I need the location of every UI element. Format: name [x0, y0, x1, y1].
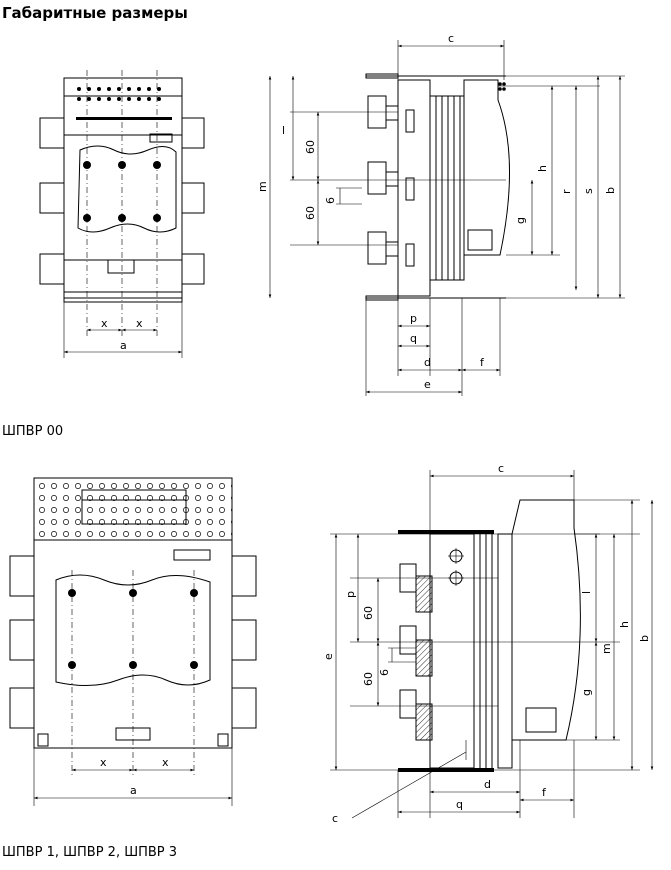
shpvr123-side-dim-q: q: [456, 798, 463, 811]
shpvr00-side-dim-p: p: [410, 312, 417, 325]
shpvr00-side-view: m l 60 60 6 g h r s b c: [256, 32, 625, 396]
shpvr123-front-dim-x1: x: [100, 756, 107, 769]
shpvr00-side-dim-6: 6: [324, 197, 337, 204]
shpvr00-side-dim-m: m: [256, 181, 269, 192]
shpvr123-side-dim-h: h: [618, 621, 631, 628]
shpvr00-side-dim-f: f: [480, 356, 485, 369]
shpvr00-front-view: x x a: [39, 70, 205, 358]
shpvr123-side-dim-d: d: [484, 778, 491, 791]
caption-shpvr-00: ШПВР 00: [2, 424, 64, 439]
shpvr123-side-dim-c: c: [498, 462, 504, 475]
shpvr00-side-dim-c: c: [448, 32, 454, 45]
shpvr00-side-dim-60b: 60: [304, 206, 317, 220]
shpvr123-side-dim-60a: 60: [362, 606, 375, 620]
shpvr00-side-dim-b: b: [604, 187, 617, 194]
shpvr123-side-view: e p 60 60 6 l g m h b c d q: [322, 462, 654, 825]
shpvr123-side-dim-f: f: [542, 786, 547, 799]
page-title: Габаритные размеры: [2, 4, 188, 22]
shpvr123-side-dim-l: l: [580, 591, 593, 594]
shpvr00-side-dim-h: h: [536, 165, 549, 172]
shpvr123-front-dim-x2: x: [162, 756, 169, 769]
shpvr123-side-dim-p: p: [344, 591, 357, 598]
shpvr00-side-dim-l: l: [282, 124, 285, 137]
shpvr00-side-dim-g: g: [514, 217, 527, 224]
shpvr00-front-dim-a: a: [120, 339, 127, 352]
shpvr123-side-dim-g: g: [580, 689, 593, 696]
shpvr00-front-dim-x1: x: [101, 317, 108, 330]
shpvr00-front-dim-x2: x: [136, 317, 143, 330]
shpvr00-side-dim-r: r: [560, 189, 573, 194]
shpvr123-side-dim-e: e: [322, 653, 335, 660]
shpvr00-side-dim-e: e: [424, 378, 431, 391]
shpvr123-front-view: x x a: [9, 477, 257, 806]
shpvr00-side-dim-60a: 60: [304, 140, 317, 154]
shpvr00-side-dim-q: q: [410, 332, 417, 345]
shpvr123-side-dim-b: b: [638, 635, 651, 642]
shpvr123-side-dim-60b: 60: [362, 672, 375, 686]
shpvr123-side-dim-c2: c: [332, 812, 338, 825]
shpvr123-side-dim-m: m: [600, 643, 613, 654]
shpvr00-side-dim-s: s: [582, 188, 595, 194]
shpvr123-front-dim-a: a: [130, 784, 137, 797]
caption-shpvr-1-2-3: ШПВР 1, ШПВР 2, ШПВР 3: [2, 845, 178, 860]
shpvr00-side-dim-d: d: [424, 356, 431, 369]
shpvr123-side-dim-6: 6: [378, 669, 391, 676]
